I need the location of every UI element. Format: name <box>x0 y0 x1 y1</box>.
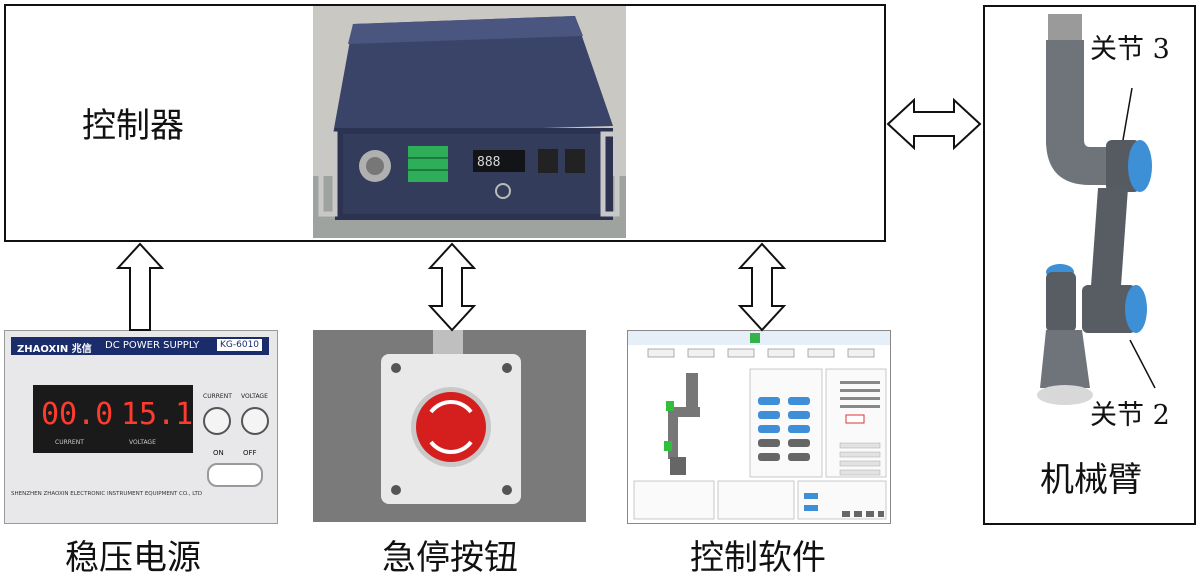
model-badge: KG-6010 <box>217 339 263 351</box>
joint2-label: 关节 2 <box>1090 400 1170 431</box>
estop-label: 急停按钮 <box>382 538 518 578</box>
supply-title: DC POWER SUPPLY <box>105 340 200 351</box>
power-label: 稳压电源 <box>65 538 201 578</box>
arm-box <box>983 5 1196 525</box>
svg-text:888: 888 <box>477 155 500 170</box>
controller-arm-arrow <box>886 97 982 151</box>
current-caption: CURRENT <box>55 439 84 446</box>
brand-logo: ZHAOXIN 兆信 <box>17 344 92 355</box>
emergency-stop-photo <box>313 330 586 522</box>
joint3-label: 关节 3 <box>1090 34 1170 65</box>
controller-label: 控制器 <box>82 106 184 146</box>
current-readout: 00.0 <box>41 397 114 432</box>
voltage-knob[interactable] <box>241 407 269 435</box>
power-supply-photo: ZHAOXIN 兆信 DC POWER SUPPLY KG-6010 00.0 … <box>4 330 278 524</box>
current-knob-label: CURRENT <box>203 393 232 400</box>
current-knob[interactable] <box>203 407 231 435</box>
arm-label: 机械臂 <box>1040 460 1142 500</box>
software-controller-arrow <box>737 242 787 332</box>
voltage-caption: VOLTAGE <box>129 439 156 446</box>
voltage-readout: 15.1 <box>121 397 194 432</box>
voltage-knob-label: VOLTAGE <box>241 393 268 400</box>
power-switch[interactable] <box>207 463 263 487</box>
software-label: 控制软件 <box>690 538 826 578</box>
on-label: ON <box>213 449 224 457</box>
power-to-controller-arrow <box>115 242 165 331</box>
off-label: OFF <box>243 449 257 457</box>
robot-arm-image <box>1020 10 1180 420</box>
estop-controller-arrow <box>427 242 477 332</box>
controller-photo: 888 <box>313 6 626 238</box>
maker-line: SHENZHEN ZHAOXIN ELECTRONIC INSTRUMENT E… <box>11 491 203 497</box>
control-software-screenshot <box>627 330 891 524</box>
